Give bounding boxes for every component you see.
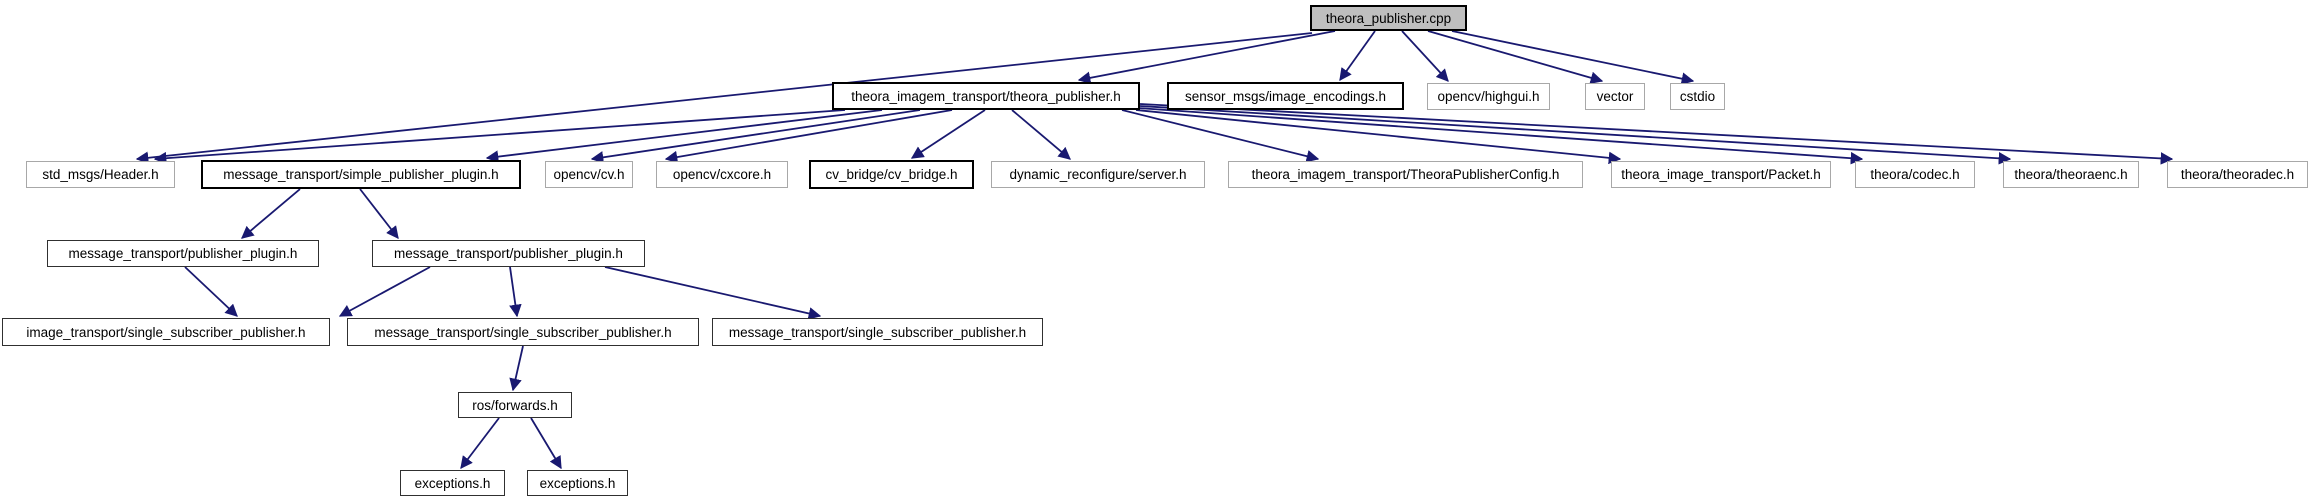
edge-forwards-to-exceptions-right xyxy=(530,417,562,470)
edge-tpubh-to-theoraenc xyxy=(1139,105,2012,165)
edge-pubpluginl-to-image-transport-ssp xyxy=(184,266,238,317)
node-exceptions-left[interactable]: exceptions.h xyxy=(400,470,505,496)
node-message-transport-single-subscriber-publisher-2[interactable]: message_transport/single_subscriber_publ… xyxy=(712,318,1043,346)
edge-tpubh-to-dynamic-reconfigure-server xyxy=(1011,109,1071,160)
edge-cpp-to-vector xyxy=(1427,30,1604,84)
node-image-transport-single-subscriber-publisher[interactable]: image_transport/single_subscriber_publis… xyxy=(2,318,330,346)
edge-tpubh-to-simple-publisher-plugin xyxy=(485,109,883,163)
edge-tpubh-to-packet xyxy=(1135,109,1622,165)
node-simple-publisher-plugin[interactable]: message_transport/simple_publisher_plugi… xyxy=(201,160,521,189)
edge-cpp-to-theora-publisher-h xyxy=(1077,30,1336,85)
edge-cpp-to-std-msgs-header xyxy=(135,32,1313,165)
node-theora-publisher-config: theora_imagem_transport/TheoraPublisherC… xyxy=(1228,161,1583,188)
node-theora-theoraenc: theora/theoraenc.h xyxy=(2003,161,2139,188)
node-theora-image-transport-packet: theora_image_transport/Packet.h xyxy=(1611,161,1831,188)
node-cv-bridge[interactable]: cv_bridge/cv_bridge.h xyxy=(809,160,974,189)
edge-tpubh-to-opencv-cxcore xyxy=(664,109,953,164)
node-theora-theoradec: theora/theoradec.h xyxy=(2167,161,2308,188)
edge-cpp-to-cstdio xyxy=(1451,30,1695,85)
edge-tpubh-to-opencv-cv xyxy=(590,109,921,164)
node-opencv-cxcore: opencv/cxcore.h xyxy=(656,161,788,188)
edge-tpubh-to-theora-codec xyxy=(1137,107,1864,165)
edge-pubpluginr-to-image-transport-ssp xyxy=(338,266,431,317)
node-sensor-msgs-image-encodings[interactable]: sensor_msgs/image_encodings.h xyxy=(1167,82,1404,110)
node-ros-forwards[interactable]: ros/forwards.h xyxy=(458,392,572,418)
edge-cpp-to-highgui xyxy=(1401,30,1449,82)
edge-forwards-to-exceptions-left xyxy=(460,417,500,470)
node-publisher-plugin-right[interactable]: message_transport/publisher_plugin.h xyxy=(372,240,645,267)
node-publisher-plugin-left[interactable]: message_transport/publisher_plugin.h xyxy=(47,240,319,267)
node-opencv-highgui: opencv/highgui.h xyxy=(1427,83,1550,110)
node-theora-publisher-h[interactable]: theora_imagem_transport/theora_publisher… xyxy=(832,82,1140,110)
edge-msgssp-to-ros-forwards xyxy=(509,345,524,392)
edge-cpp-to-image-encodings xyxy=(1339,30,1376,82)
edge-pubpluginr-to-message-transport-ssp2 xyxy=(604,266,822,320)
edge-tpubh-to-cv-bridge xyxy=(910,109,986,159)
node-opencv-cv: opencv/cv.h xyxy=(545,161,633,188)
edge-pubpluginr-to-message-transport-ssp xyxy=(509,266,522,318)
edge-tpubh-to-theora-publisher-config xyxy=(1121,109,1320,163)
node-theora-publisher-cpp: theora_publisher.cpp xyxy=(1310,5,1467,31)
node-exceptions-right[interactable]: exceptions.h xyxy=(527,470,628,496)
node-theora-codec: theora/codec.h xyxy=(1855,161,1975,188)
node-std-msgs-header: std_msgs/Header.h xyxy=(26,161,175,188)
node-cstdio: cstdio xyxy=(1670,83,1725,110)
edge-simplepub-to-publisher-plugin-left xyxy=(241,188,301,239)
edge-tpubh-to-std-msgs-header xyxy=(153,109,846,165)
edge-simplepub-to-publisher-plugin-right xyxy=(359,188,399,239)
edge-tpubh-to-theoradec xyxy=(1139,103,2174,165)
node-vector: vector xyxy=(1585,83,1645,110)
node-message-transport-single-subscriber-publisher[interactable]: message_transport/single_subscriber_publ… xyxy=(347,318,699,346)
node-dynamic-reconfigure-server: dynamic_reconfigure/server.h xyxy=(991,161,1205,188)
